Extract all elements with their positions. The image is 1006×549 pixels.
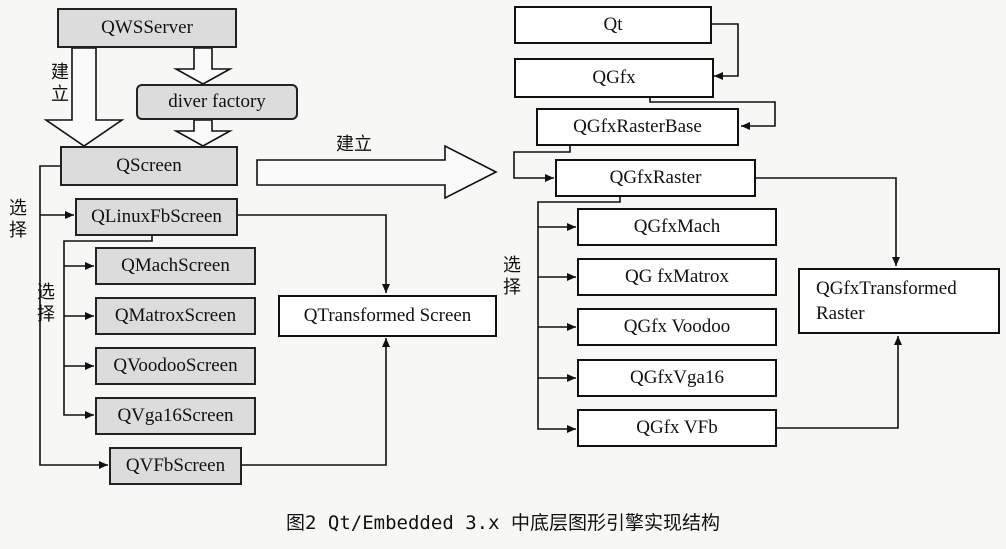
box-qtransformed-screen: QTransformed Screen [278, 295, 497, 337]
box-qvga16screen: QVga16Screen [95, 397, 256, 435]
box-qlinuxfbscreen: QLinuxFbScreen [75, 198, 238, 236]
hollow-arrow-factory-bottom [172, 119, 234, 147]
box-qvoodooscreen: QVoodooScreen [95, 347, 256, 385]
box-qwsserver: QWSServer [57, 8, 237, 48]
qgfxtransformed-line1: QGfxTransformed [816, 278, 957, 299]
box-qmatroxscreen: QMatroxScreen [95, 297, 256, 335]
box-qscreen: QScreen [60, 146, 238, 186]
qgfxtransformed-line2: Raster [816, 303, 865, 324]
box-qt: Qt [514, 6, 712, 44]
box-driver-factory: diver factory [136, 84, 298, 120]
box-qgfxmatrox: QG fxMatrox [577, 258, 777, 296]
box-qgfx: QGfx [514, 58, 714, 98]
box-qgfxrasterbase: QGfxRasterBase [536, 108, 739, 146]
box-qgfxvoodoo: QGfx Voodoo [577, 308, 777, 346]
hollow-arrow-middle [256, 144, 498, 200]
box-qgfxvga16: QGfxVga16 [577, 359, 777, 397]
hollow-arrow-factory-top [172, 47, 234, 85]
label-select-inner: 选择 [37, 282, 55, 325]
box-qgfxtransformed-raster: QGfxTransformed Raster [798, 268, 1000, 334]
label-select-outer: 选择 [9, 198, 27, 241]
box-qmachscreen: QMachScreen [95, 247, 256, 285]
box-qgfxmach: QGfxMach [577, 208, 777, 246]
label-select-right: 选择 [503, 255, 521, 298]
box-qvfbscreen: QVFbScreen [109, 447, 242, 485]
label-create-left: 建立 [51, 62, 69, 105]
hollow-arrow-create [43, 47, 125, 147]
box-qgfxvfb: QGfx VFb [577, 409, 777, 447]
box-qgfxraster: QGfxRaster [555, 159, 756, 197]
label-create-middle: 建立 [336, 134, 372, 155]
figure-caption: 图2 Qt/Embedded 3.x 中底层图形引擎实现结构 [286, 512, 720, 534]
